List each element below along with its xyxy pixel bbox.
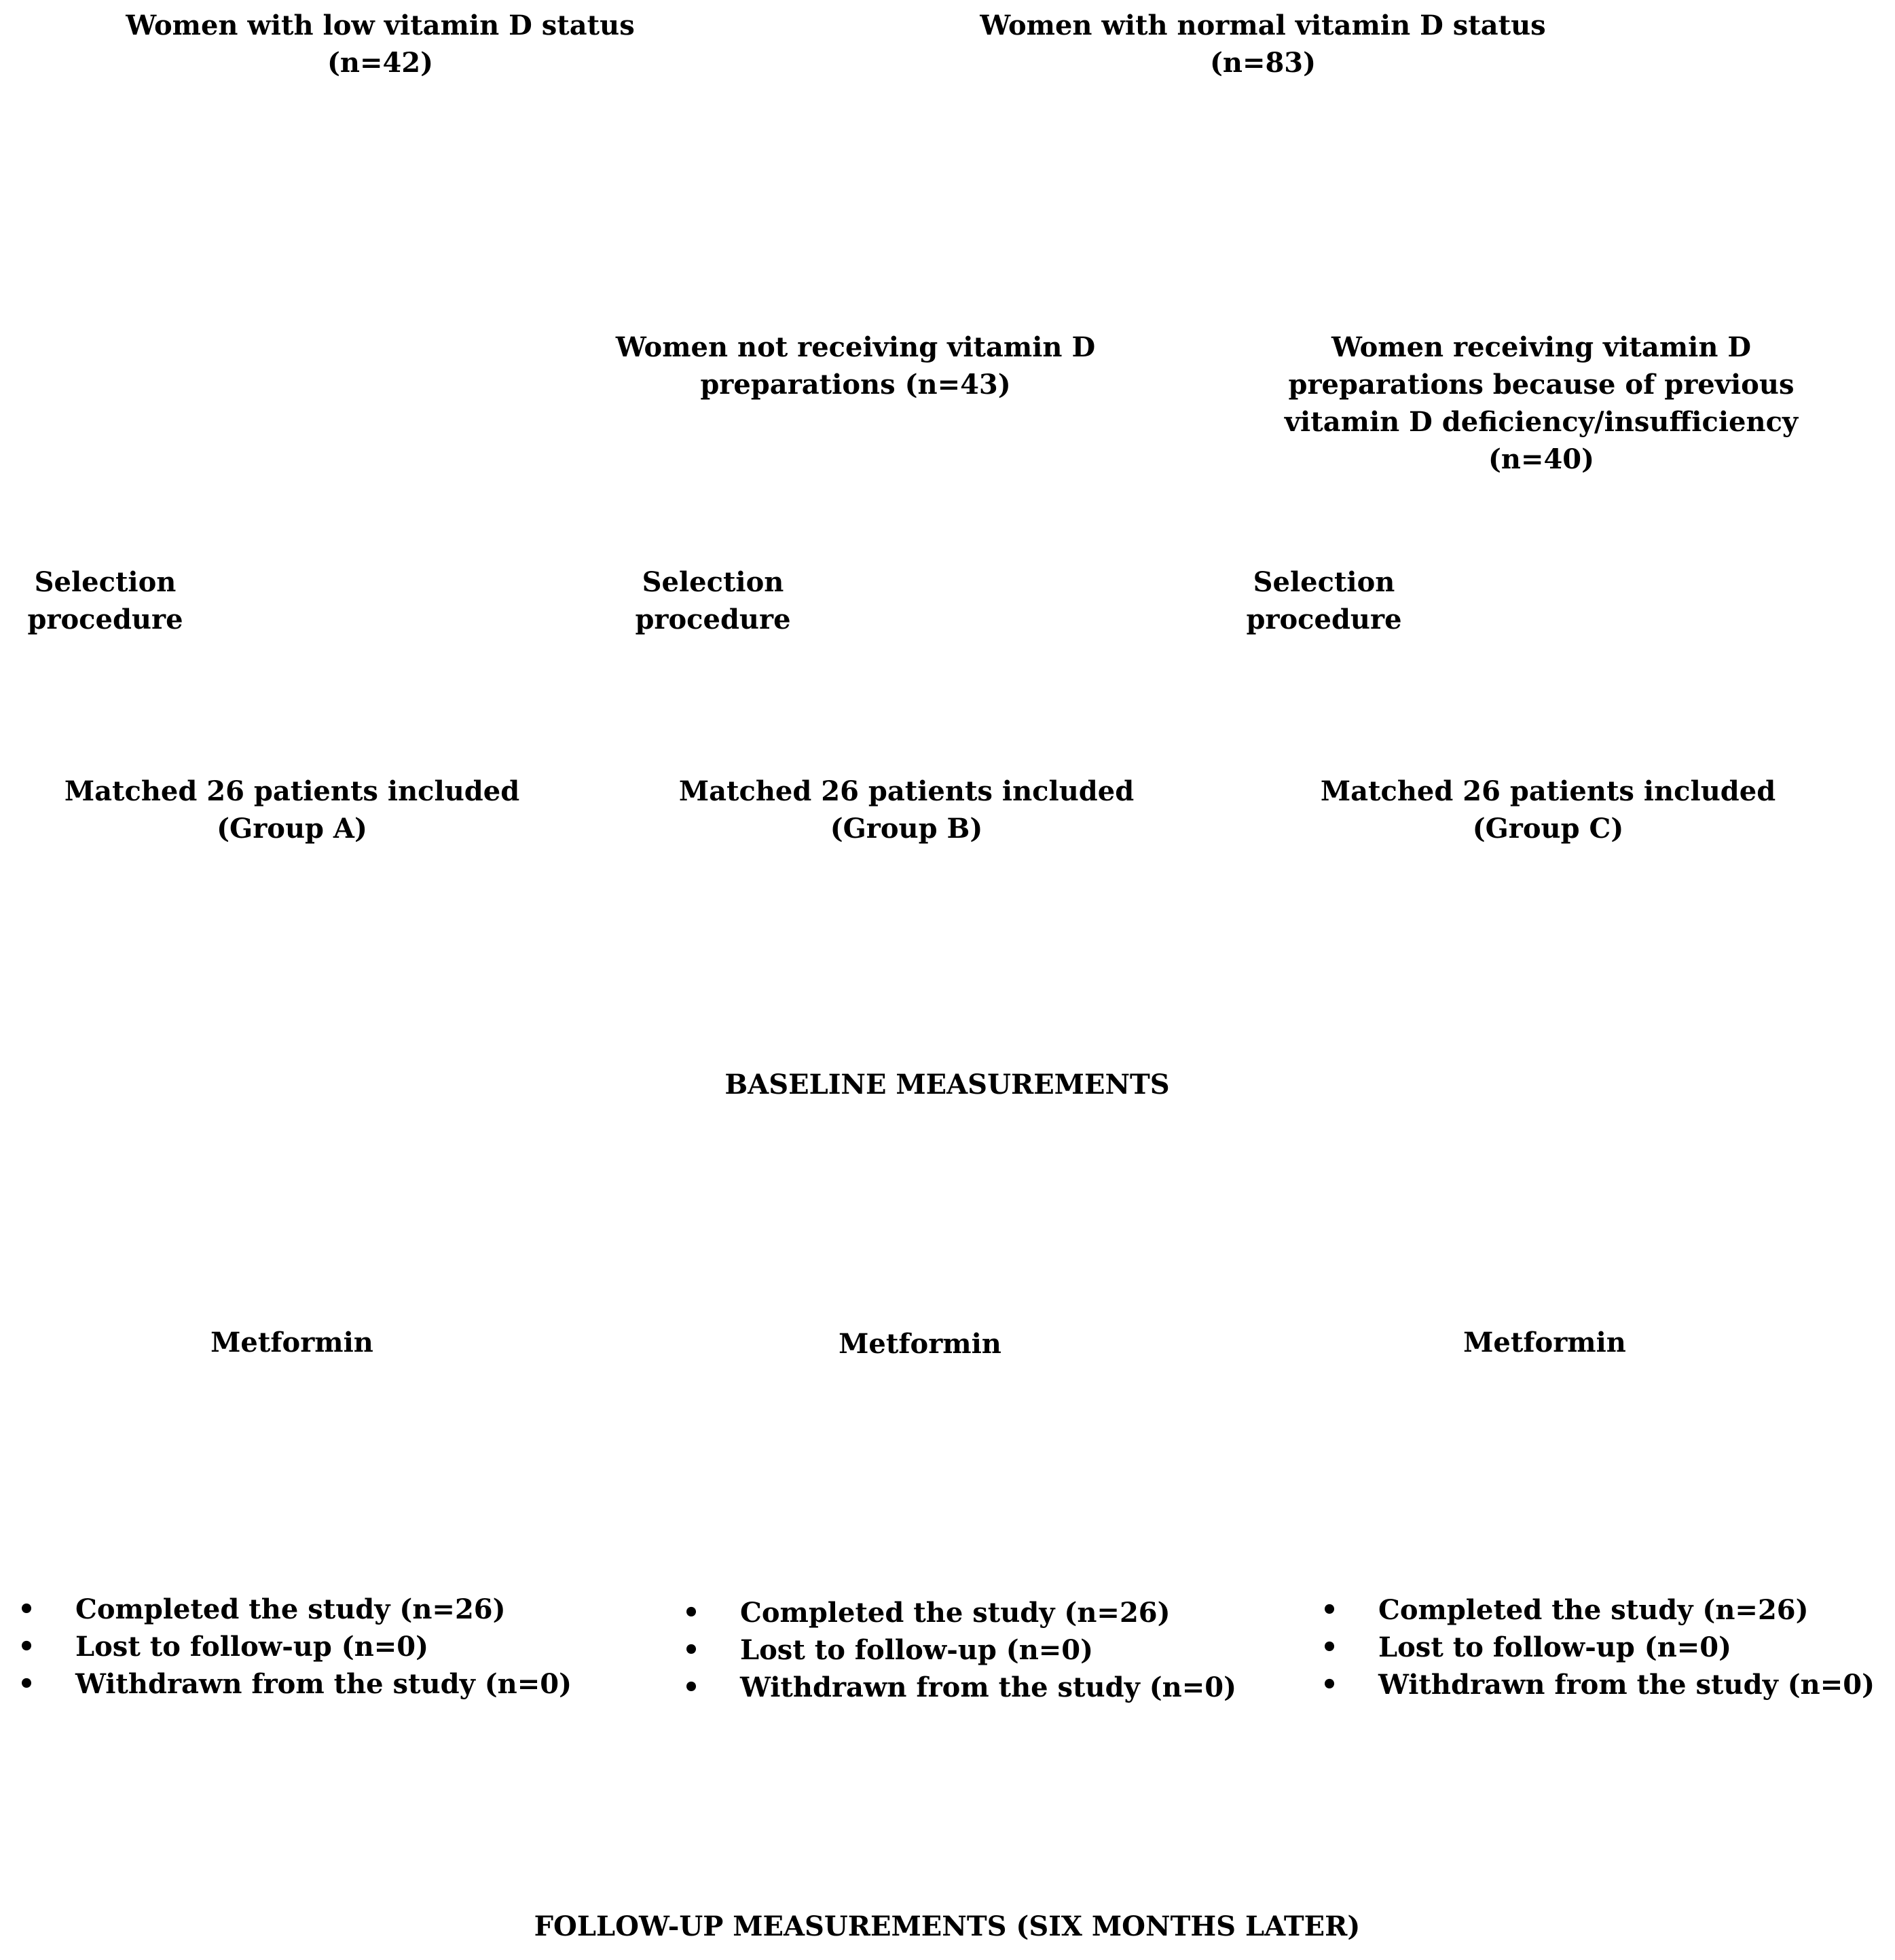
bullet-icon: • <box>1321 1631 1338 1663</box>
group-b-title: Matched 26 patients included <box>678 775 1135 807</box>
group-b-label: (Group B) <box>830 813 983 845</box>
treatment-group-a: Metformin <box>210 1327 373 1358</box>
outcome-withdrawn: • Withdrawn from the study (n=0) <box>681 1669 1236 1706</box>
subgroup-not-receiving-line-1: Women not receiving vitamin D <box>615 331 1096 363</box>
subgroup-receiving-line-3: vitamin D deficiency/insufficiency <box>1284 406 1799 438</box>
bullet-icon: • <box>18 1631 35 1663</box>
cohort-normal-title: Women with normal vitamin D status <box>980 10 1546 41</box>
bullet-icon: • <box>682 1671 700 1703</box>
bullet-icon: • <box>682 1597 700 1629</box>
outcome-withdrawn-text: Withdrawn from the study (n=0) <box>1378 1669 1875 1701</box>
cohort-normal-count: (n=83) <box>1209 47 1317 79</box>
group-c-label: (Group C) <box>1472 813 1624 845</box>
selection-line-1: Selection <box>1253 566 1395 598</box>
outcome-withdrawn: • Withdrawn from the study (n=0) <box>1319 1666 1875 1703</box>
bullet-icon: • <box>1321 1594 1338 1626</box>
cohort-normal-vitamin-d: Women with normal vitamin D status (n=83… <box>971 7 1555 81</box>
selection-line-2: procedure <box>1246 604 1402 635</box>
group-a-label: (Group A) <box>217 813 367 845</box>
outcome-completed-text: Completed the study (n=26) <box>1378 1594 1809 1626</box>
subgroup-receiving-line-1: Women receiving vitamin D <box>1331 331 1752 363</box>
outcomes-group-c: • Completed the study (n=26) • Lost to fol… <box>1319 1591 1875 1703</box>
selection-line-1: Selection <box>34 566 177 598</box>
cohort-low-vitamin-d: Women with low vitamin D status (n=42) <box>109 7 652 81</box>
outcome-withdrawn: • Withdrawn from the study (n=0) <box>16 1665 572 1703</box>
group-c-title: Matched 26 patients included <box>1320 775 1776 807</box>
outcome-lost-text: Lost to follow-up (n=0) <box>75 1631 429 1663</box>
selection-procedure-a: Selection procedure <box>14 563 197 638</box>
selection-line-1: Selection <box>642 566 784 598</box>
group-a-box: Matched 26 patients included (Group A) <box>41 773 543 847</box>
subgroup-not-receiving: Women not receiving vitamin D preparatio… <box>597 329 1114 403</box>
group-a-title: Matched 26 patients included <box>64 775 520 807</box>
subgroup-not-receiving-line-2: preparations (n=43) <box>700 369 1011 401</box>
bullet-icon: • <box>18 1668 35 1700</box>
outcomes-group-a: • Completed the study (n=26) • Lost to fol… <box>16 1591 572 1703</box>
outcome-lost: • Lost to follow-up (n=0) <box>16 1628 572 1665</box>
treatment-group-c: Metformin <box>1463 1327 1626 1358</box>
selection-procedure-b: Selection procedure <box>621 563 805 638</box>
selection-procedure-c: Selection procedure <box>1232 563 1416 638</box>
cohort-low-count: (n=42) <box>327 47 434 79</box>
outcome-lost-text: Lost to follow-up (n=0) <box>1378 1631 1732 1663</box>
bullet-icon: • <box>1321 1669 1338 1701</box>
outcome-lost: • Lost to follow-up (n=0) <box>1319 1629 1875 1666</box>
outcome-lost-text: Lost to follow-up (n=0) <box>740 1634 1094 1666</box>
bullet-icon: • <box>18 1593 35 1625</box>
outcome-completed-text: Completed the study (n=26) <box>740 1597 1171 1629</box>
treatment-group-b: Metformin <box>839 1328 1001 1360</box>
outcome-completed: • Completed the study (n=26) <box>681 1594 1236 1631</box>
selection-line-2: procedure <box>27 604 183 635</box>
subgroup-receiving: Women receiving vitamin D preparations b… <box>1263 329 1820 478</box>
subgroup-receiving-line-2: preparations because of previous <box>1288 369 1795 401</box>
group-c-box: Matched 26 patients included (Group C) <box>1297 773 1799 847</box>
followup-measurements: FOLLOW-UP MEASUREMENTS (SIX MONTHS LATER… <box>534 1910 1361 1942</box>
selection-line-2: procedure <box>635 604 791 635</box>
outcome-completed: • Completed the study (n=26) <box>1319 1591 1875 1629</box>
outcome-completed: • Completed the study (n=26) <box>16 1591 572 1628</box>
outcome-lost: • Lost to follow-up (n=0) <box>681 1631 1236 1669</box>
outcome-withdrawn-text: Withdrawn from the study (n=0) <box>75 1668 572 1700</box>
bullet-icon: • <box>682 1634 700 1666</box>
baseline-measurements: BASELINE MEASUREMENTS <box>724 1069 1170 1101</box>
subgroup-receiving-line-4: (n=40) <box>1488 443 1595 475</box>
outcome-completed-text: Completed the study (n=26) <box>75 1593 506 1625</box>
group-b-box: Matched 26 patients included (Group B) <box>655 773 1158 847</box>
outcomes-group-b: • Completed the study (n=26) • Lost to fol… <box>681 1594 1236 1706</box>
outcome-withdrawn-text: Withdrawn from the study (n=0) <box>740 1671 1237 1703</box>
cohort-low-title: Women with low vitamin D status <box>126 10 635 41</box>
